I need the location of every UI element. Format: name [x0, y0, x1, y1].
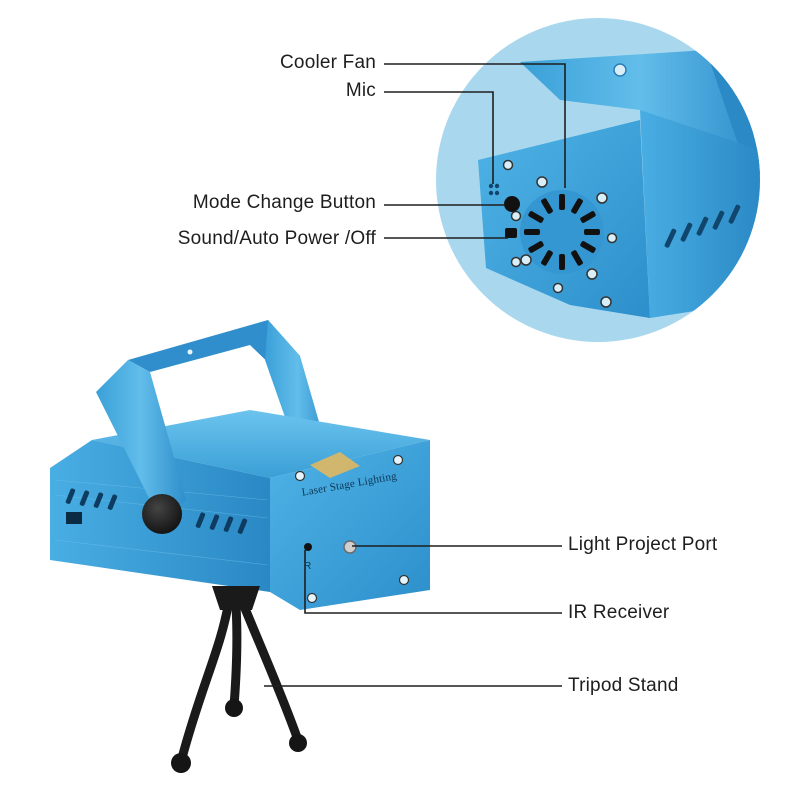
- body-top: [92, 410, 430, 478]
- zoom-inset: [436, 18, 760, 342]
- label-ir-receiver: IR Receiver: [568, 602, 670, 623]
- zoom-side-vents: [664, 204, 741, 248]
- label-mode-change-button: Mode Change Button: [192, 192, 376, 213]
- handle-left-arm: [96, 360, 186, 520]
- handle-knob: [142, 494, 182, 534]
- leader-ir-receiver: [304, 550, 562, 614]
- label-mic: Mic: [345, 80, 376, 101]
- side-vents: [65, 488, 248, 534]
- label-tripod-stand: Tripod Stand: [568, 675, 679, 696]
- power-jack: [66, 512, 82, 524]
- ir-receiver: [304, 543, 312, 551]
- zoom-mode-button: [504, 196, 520, 212]
- leader-mic: [384, 91, 494, 184]
- label-sound-auto-power-off: Sound/Auto Power /Off: [177, 228, 376, 249]
- handle-top: [128, 320, 300, 372]
- zoom-mic-holes: [488, 183, 500, 196]
- leader-lines: [264, 63, 566, 687]
- zoom-handle: [520, 50, 760, 150]
- tripod-stand: [171, 586, 307, 773]
- leader-cooler-fan: [384, 63, 566, 188]
- main-device: [50, 320, 430, 773]
- label-light-project-port: Light Project Port: [568, 534, 718, 555]
- light-project-port: [343, 540, 357, 554]
- zoom-power-switch: [505, 228, 517, 238]
- body-front: [270, 440, 430, 610]
- device-ir-mark: R: [304, 561, 312, 572]
- zoom-body-side: [640, 110, 760, 318]
- zoom-cooler-fan: [510, 176, 618, 308]
- label-cooler-fan: Cooler Fan: [280, 52, 376, 73]
